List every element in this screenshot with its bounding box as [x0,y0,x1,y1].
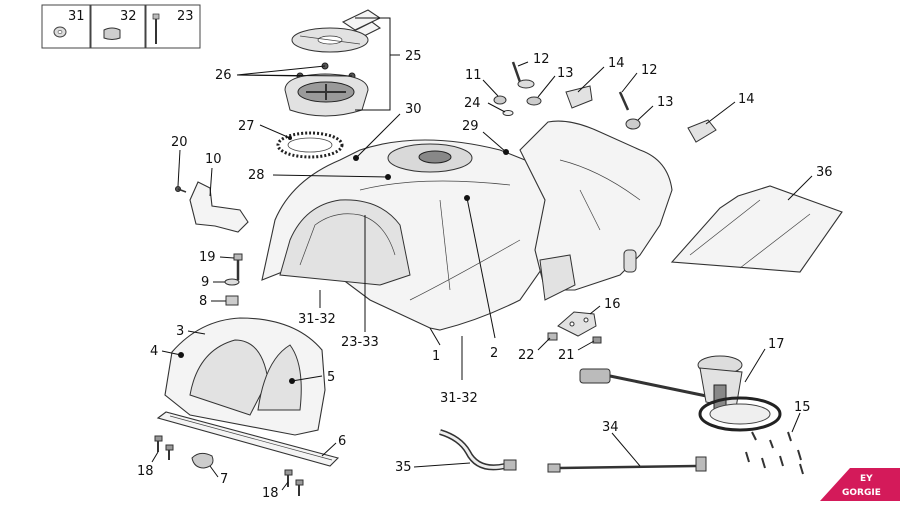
callout-34: 34 [602,420,619,435]
callout-12-a: 12 [533,52,550,67]
mounting-bracket [175,181,249,233]
clip [191,452,214,469]
callout-9: 9 [201,275,209,290]
callout-10: 10 [205,152,222,167]
callout-29: 29 [462,119,479,134]
screws-18-group-a [154,435,174,460]
callout-5: 5 [327,370,335,385]
kit-box-label-32: 32 [120,9,137,24]
callout-11: 11 [465,68,482,83]
callout-18-a: 18 [137,464,154,479]
callout-35: 35 [395,460,412,475]
fuel-pump-assembly [579,355,782,432]
brand-logo-line2: GORGIE [842,488,881,498]
callout-21: 21 [558,348,575,363]
callout-14-b: 14 [738,92,755,107]
callout-3: 3 [176,324,184,339]
callout-23-33: 23-33 [341,335,379,350]
screw-icon [152,13,160,44]
callout-20: 20 [171,135,188,150]
callout-8: 8 [199,294,207,309]
screws-18-group-b [284,469,304,496]
callout-30: 30 [405,102,422,117]
callout-24: 24 [464,96,481,111]
bolt-set-left [224,253,243,306]
fuel-line-pipe [547,456,707,473]
callout-13-b: 13 [657,95,674,110]
kit-box-label-23: 23 [177,9,194,24]
callout-13-a: 13 [557,66,574,81]
callout-22: 22 [518,348,535,363]
callout-36: 36 [816,165,833,180]
heat-shield-mat [670,185,843,273]
brand-logo-line1: EY [860,474,873,484]
callout-4: 4 [150,344,158,359]
brand-logo: EY GORGIE [820,468,900,501]
tank-front-cover [164,317,326,436]
screw-washer-set [493,61,717,143]
pump-screws [745,431,804,475]
callout-26: 26 [215,68,232,83]
kit-box-23: 23 [145,4,201,49]
kit-box-31: 31 [41,4,91,49]
callout-2: 2 [490,346,498,361]
callout-28: 28 [248,168,265,183]
rubber-grommet-icon [103,27,121,40]
rear-tank-cover [519,120,673,301]
callout-7: 7 [220,472,228,487]
callout-31-32-a: 31-32 [298,312,336,327]
callout-17: 17 [768,337,785,352]
callout-6: 6 [338,434,346,449]
pump-bracket [547,311,602,344]
callout-12-b: 12 [641,63,658,78]
kit-box-32: 32 [90,4,146,49]
callout-19: 19 [199,250,216,265]
callout-18-b: 18 [262,486,279,501]
breather-hose [439,429,517,471]
callout-1: 1 [432,349,440,364]
callout-14-a: 14 [608,56,625,71]
callout-16: 16 [604,297,621,312]
callout-25: 25 [405,49,422,64]
fuel-cap-assembly [276,9,382,159]
kit-box-label-31: 31 [68,9,85,24]
callout-15: 15 [794,400,811,415]
callout-27: 27 [238,119,255,134]
callout-31-32-b: 31-32 [440,391,478,406]
trim-strip [156,411,340,467]
fuel-tank [261,139,549,331]
